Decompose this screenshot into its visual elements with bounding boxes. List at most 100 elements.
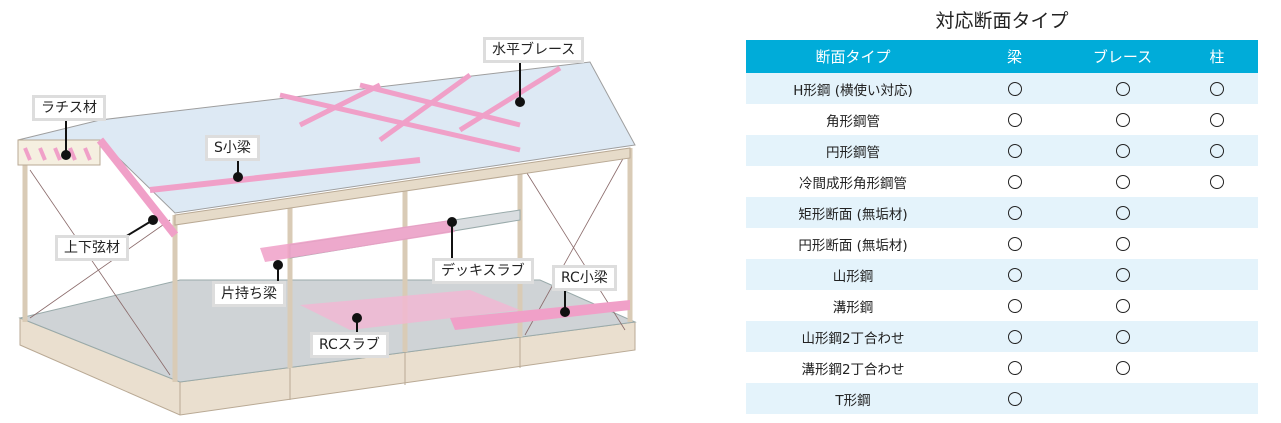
support-cell-column	[1176, 383, 1258, 414]
table-row: H形鋼 (横使い対応)	[746, 73, 1258, 104]
support-cell-brace	[1069, 259, 1176, 290]
section-type-name: 山形鋼	[746, 259, 960, 290]
supported-circle-icon	[1210, 81, 1224, 96]
support-cell-brace	[1069, 73, 1176, 104]
horizontal-brace	[279, 65, 562, 153]
support-cell-brace	[1069, 290, 1176, 321]
table-row: 溝形鋼	[746, 290, 1258, 321]
columns	[22, 148, 633, 382]
supported-circle-icon	[1115, 267, 1130, 282]
supported-circle-icon	[1007, 360, 1022, 375]
support-cell-beam	[960, 228, 1069, 259]
chord-member	[96, 137, 179, 238]
support-cell-brace	[1069, 383, 1176, 414]
support-cell-beam	[960, 104, 1069, 135]
label-chord: 上下弦材	[55, 235, 129, 261]
support-cell-beam	[960, 135, 1069, 166]
header-beam: 梁	[960, 40, 1069, 73]
supported-circle-icon	[1007, 267, 1022, 282]
support-cell-beam	[960, 383, 1069, 414]
table-row: 矩形断面 (無垢材)	[746, 197, 1258, 228]
supported-circle-icon	[1115, 205, 1130, 220]
support-cell-brace	[1069, 197, 1176, 228]
support-cell-beam	[960, 197, 1069, 228]
supported-circle-icon	[1007, 81, 1022, 96]
roof	[17, 61, 636, 214]
support-cell-column	[1176, 290, 1258, 321]
table-row: 山形鋼	[746, 259, 1258, 290]
support-cell-column	[1176, 104, 1258, 135]
support-cell-beam	[960, 259, 1069, 290]
support-cell-column	[1176, 73, 1258, 104]
supported-circle-icon	[1115, 81, 1130, 96]
support-cell-beam	[960, 290, 1069, 321]
cantilever-beam	[260, 220, 455, 262]
table-row: 角形鋼管	[746, 104, 1258, 135]
supported-circle-icon	[1210, 174, 1224, 189]
building-structure-illustration	[17, 61, 637, 416]
table-row: 冷間成形角形鋼管	[746, 166, 1258, 197]
supported-circle-icon	[1007, 205, 1022, 220]
supported-circle-icon	[1007, 174, 1022, 189]
s-beam-highlight	[149, 157, 421, 193]
support-cell-brace	[1069, 166, 1176, 197]
supported-circle-icon	[1007, 236, 1022, 251]
support-cell-brace	[1069, 228, 1176, 259]
table-row: T形鋼	[746, 383, 1258, 414]
supported-circle-icon	[1210, 112, 1224, 127]
support-cell-brace	[1069, 321, 1176, 352]
supported-circle-icon	[1115, 329, 1130, 344]
support-cell-beam	[960, 352, 1069, 383]
section-type-name: 矩形断面 (無垢材)	[746, 197, 960, 228]
label-cantilever: 片持ち梁	[212, 281, 286, 307]
table-row: 円形鋼管	[746, 135, 1258, 166]
table-header: 断面タイプ 梁 ブレース 柱	[746, 40, 1258, 73]
header-section-type: 断面タイプ	[746, 40, 960, 73]
support-cell-column	[1176, 259, 1258, 290]
table-row: 溝形鋼2丁合わせ	[746, 352, 1258, 383]
supported-circle-icon	[1210, 143, 1224, 158]
header-column: 柱	[1176, 40, 1258, 73]
section-type-name: 溝形鋼	[832, 299, 874, 316]
section-type-name: 角形鋼管	[826, 113, 880, 130]
table-row: 山形鋼2丁合わせ	[746, 321, 1258, 352]
supported-circle-icon	[1007, 143, 1022, 158]
support-cell-column	[1176, 228, 1258, 259]
header-brace: ブレース	[1069, 40, 1176, 73]
label-rc-beam: RC小梁	[552, 265, 617, 291]
label-lattice: ラチス材	[32, 95, 106, 121]
label-rc-slab: RCスラブ	[310, 332, 389, 358]
supported-circle-icon	[1007, 329, 1022, 344]
supported-circle-icon	[1007, 112, 1022, 127]
section-type-name: H形鋼 (横使い対応)	[746, 73, 960, 104]
supported-circle-icon	[1115, 112, 1130, 127]
section-type-name: 円形断面 (無垢材)	[798, 237, 908, 254]
support-cell-brace	[1069, 135, 1176, 166]
section-type-name: 溝形鋼2丁合わせ	[801, 361, 905, 378]
support-cell-column	[1176, 166, 1258, 197]
rc-beam-highlight	[450, 300, 630, 330]
section-type-name: T形鋼	[746, 383, 960, 414]
supported-circle-icon	[1115, 360, 1130, 375]
support-cell-column	[1176, 197, 1258, 228]
supported-circle-icon	[1115, 236, 1130, 251]
supported-circle-icon	[1007, 298, 1022, 313]
supported-circle-icon	[1115, 298, 1130, 313]
table-title: 対応断面タイプ	[935, 10, 1069, 32]
support-cell-beam	[960, 166, 1069, 197]
label-leaders	[61, 62, 570, 333]
supported-circle-icon	[1115, 143, 1130, 158]
section-type-name: 冷間成形角形鋼管	[799, 175, 907, 192]
supported-circle-icon	[1115, 174, 1130, 189]
support-cell-column	[1176, 135, 1258, 166]
support-cell-beam	[960, 73, 1069, 104]
section-type-name: 円形鋼管	[746, 135, 960, 166]
label-horizontal-brace: 水平ブレース	[483, 37, 585, 63]
section-type-name: 山形鋼2丁合わせ	[746, 321, 960, 352]
support-cell-brace	[1069, 352, 1176, 383]
support-cell-beam	[960, 321, 1069, 352]
supported-circle-icon	[1007, 391, 1022, 406]
support-cell-brace	[1069, 104, 1176, 135]
label-s-beam: S小梁	[205, 135, 260, 161]
support-cell-column	[1176, 321, 1258, 352]
